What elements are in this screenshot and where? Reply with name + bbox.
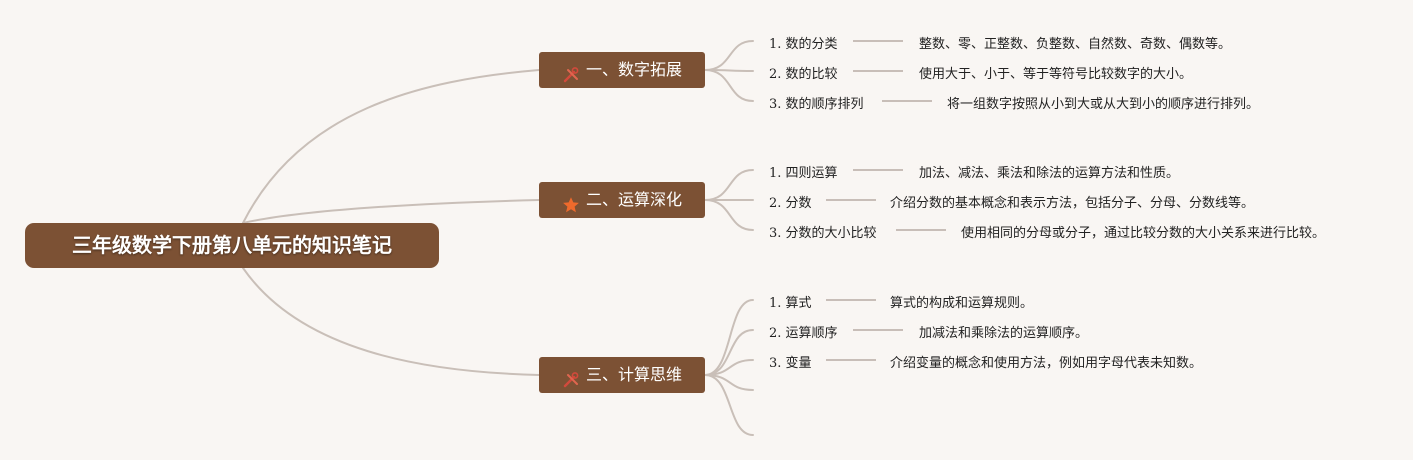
branch-node-3[interactable]: 三、计算思维 <box>539 357 705 393</box>
branch-3-leaf-line-1 <box>704 299 754 376</box>
root-to-branch-3-line <box>242 267 540 376</box>
leaf-label[interactable]: 3. 分数的大小比较 <box>769 226 877 241</box>
leaf-description: 介绍分数的基本概念和表示方法，包括分子、分母、分数线等。 <box>890 196 1255 211</box>
branch-1-leaf-line-3 <box>704 69 754 102</box>
branch-node-2[interactable]: 二、运算深化 <box>539 182 705 218</box>
leaf-description: 整数、零、正整数、负整数、自然数、奇数、偶数等。 <box>919 37 1232 52</box>
leaf-label[interactable]: 1. 算式 <box>769 296 812 311</box>
leaf-label[interactable]: 1. 数的分类 <box>769 37 838 52</box>
leaf-label[interactable]: 2. 数的比较 <box>769 67 838 82</box>
root-to-branch-2-line <box>242 199 540 224</box>
leaf-description: 介绍变量的概念和使用方法，例如用字母代表未知数。 <box>890 356 1203 371</box>
leaf-description: 使用相同的分母或分子，通过比较分数的大小关系来进行比较。 <box>961 226 1326 241</box>
branch-title: 一、数字拓展 <box>585 60 682 79</box>
leaf-description: 使用大于、小于、等于等符号比较数字的大小。 <box>919 67 1193 82</box>
leaf-label[interactable]: 2. 分数 <box>769 196 812 211</box>
branch-3-leaf-line-5 <box>704 374 754 436</box>
leaf-label[interactable]: 3. 变量 <box>769 356 812 371</box>
root-to-branch-1-line <box>242 69 540 224</box>
root-title: 三年级数学下册第八单元的知识笔记 <box>72 233 392 257</box>
leaf-description: 加法、减法、乘法和除法的运算方法和性质。 <box>919 166 1180 181</box>
leaf-label[interactable]: 3. 数的顺序排列 <box>769 97 864 112</box>
tools-icon <box>562 61 580 83</box>
leaf-description: 加减法和乘除法的运算顺序。 <box>919 326 1089 341</box>
tools-icon <box>562 366 580 388</box>
branch-node-1[interactable]: 一、数字拓展 <box>539 52 705 88</box>
leaf-label[interactable]: 2. 运算顺序 <box>769 326 838 341</box>
branch-2-leaf-line-1 <box>704 169 754 201</box>
star-icon <box>562 191 580 213</box>
branch-1-leaf-line-1 <box>704 40 754 71</box>
branch-title: 三、计算思维 <box>585 365 682 384</box>
leaf-label[interactable]: 1. 四则运算 <box>769 166 838 181</box>
leaf-description: 算式的构成和运算规则。 <box>890 296 1034 311</box>
branch-2-leaf-line-3 <box>704 199 754 231</box>
leaf-description: 将一组数字按照从小到大或从大到小的顺序进行排列。 <box>947 97 1260 112</box>
branch-title: 二、运算深化 <box>585 190 682 209</box>
root-node[interactable]: 三年级数学下册第八单元的知识笔记 <box>25 223 439 268</box>
